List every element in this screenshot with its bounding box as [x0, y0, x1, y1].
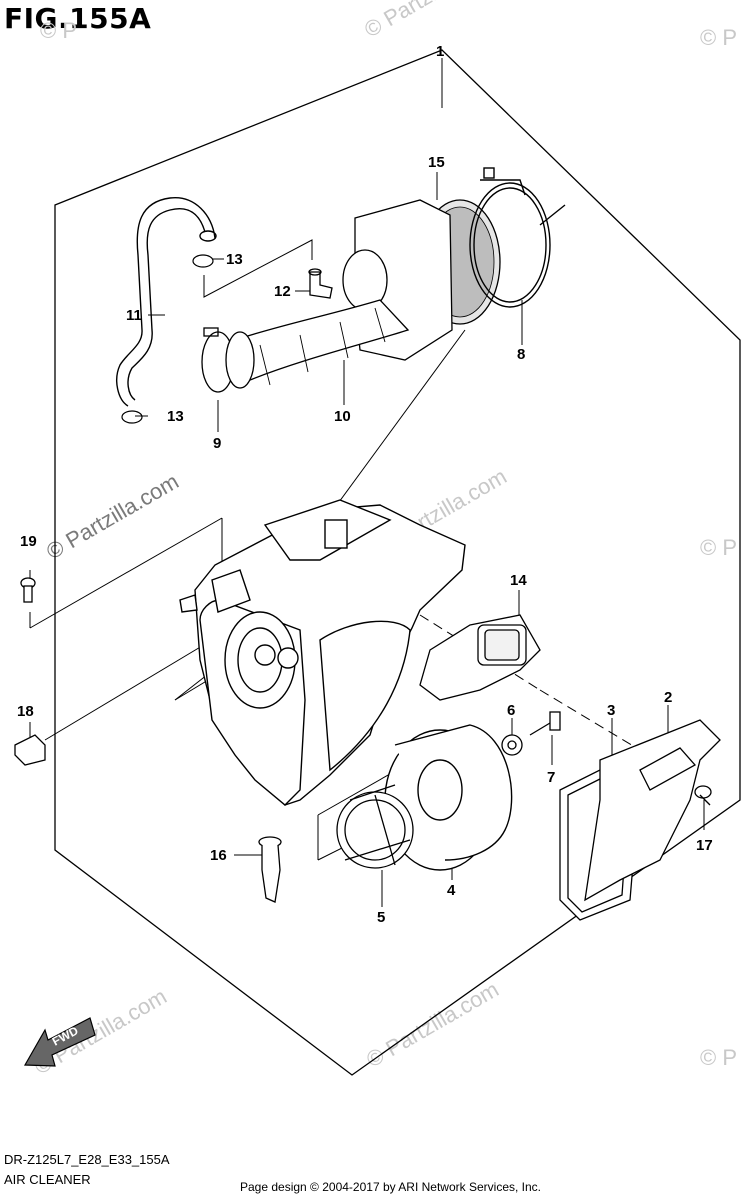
part-2-cover — [584, 719, 721, 902]
callout-6: 6 — [507, 702, 515, 719]
part-13-hose-clamp — [121, 254, 214, 424]
callout-18: 18 — [17, 703, 34, 720]
page-credit: Page design © 2004-2017 by ARI Network S… — [240, 1180, 542, 1194]
watermark-text: © Partzilla — [360, 0, 460, 42]
part-7-wing-bolt — [529, 711, 561, 736]
watermark-text: © P — [700, 1045, 737, 1070]
callout-4: 4 — [447, 882, 456, 899]
part-12-elbow — [308, 268, 333, 299]
callout-16: 16 — [210, 847, 227, 864]
part-17-screw — [694, 785, 712, 806]
callout-13-lower: 13 — [167, 408, 184, 425]
callout-2: 2 — [664, 689, 672, 706]
section-name: AIR CLEANER — [4, 1172, 91, 1187]
part-6-grommet — [501, 734, 523, 756]
callout-8: 8 — [517, 346, 525, 363]
part-5-filter-cage — [336, 784, 414, 869]
callout-17: 17 — [696, 837, 713, 854]
callout-1: 1 — [436, 43, 444, 60]
callout-9: 9 — [213, 435, 221, 452]
figure-title: FIG.155A — [4, 2, 152, 35]
callout-3: 3 — [607, 702, 615, 719]
part-8-clamp-band — [469, 167, 566, 308]
watermark-text: © P — [40, 18, 77, 43]
part-11-breather-hose — [116, 197, 217, 407]
watermark-text: © P — [700, 25, 737, 50]
part-9-clamp — [201, 327, 255, 393]
callout-10: 10 — [334, 408, 351, 425]
callout-labels: 1 2 3 4 5 6 7 8 9 10 11 12 13 13 14 15 1… — [17, 43, 713, 926]
callout-13-upper: 13 — [226, 251, 243, 268]
callout-12: 12 — [274, 283, 291, 300]
model-code: DR-Z125L7_E28_E33_155A — [4, 1152, 170, 1167]
part-10-inlet-duct — [234, 199, 453, 386]
part-18-clip — [14, 734, 46, 766]
part-14-boot — [419, 614, 541, 701]
callout-15: 15 — [428, 154, 445, 171]
air-cleaner-case — [179, 499, 466, 806]
part-4-filter-element — [384, 724, 513, 871]
watermark-text: © Partzilla.com — [362, 977, 503, 1073]
callout-19: 19 — [20, 533, 37, 550]
callout-11: 11 — [126, 307, 142, 324]
callout-5: 5 — [377, 909, 385, 926]
part-16-drain-plug — [258, 836, 282, 903]
fwd-arrow: FWD — [23, 1017, 96, 1067]
part-19-bolt — [20, 577, 36, 603]
watermark-text: © Partzilla.com — [42, 469, 183, 565]
watermark-text: © P — [700, 535, 737, 560]
assembly-outline — [54, 49, 741, 1076]
callout-14: 14 — [510, 572, 527, 589]
callout-7: 7 — [547, 769, 555, 786]
